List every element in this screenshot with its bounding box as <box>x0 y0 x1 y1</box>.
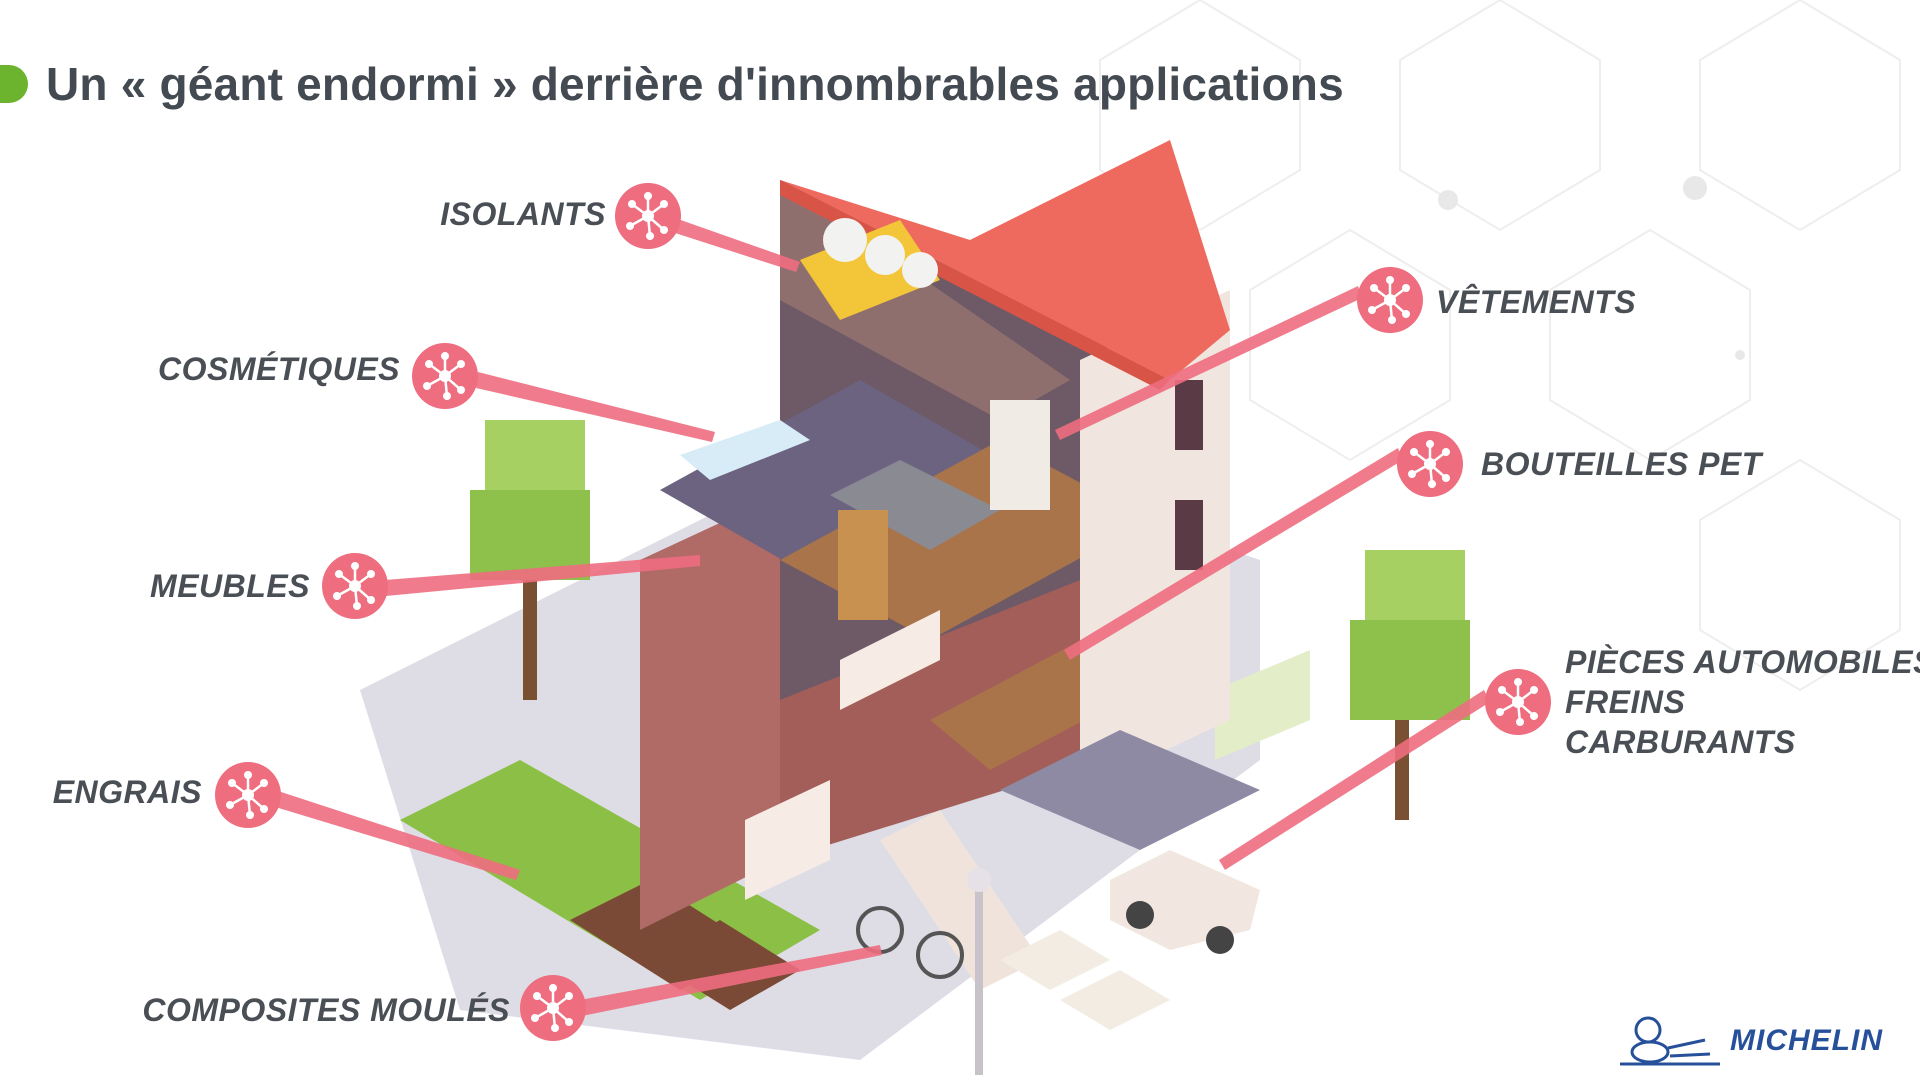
connector-pieces <box>1219 690 1490 870</box>
label-meubles: MEUBLES <box>150 568 310 604</box>
molecule-network-icon-composites <box>520 975 586 1041</box>
connector-bouteilles <box>1064 448 1403 660</box>
title-bar: Un « géant endormi » derrière d'innombra… <box>0 44 1344 124</box>
molecule-network-icon-bouteilles <box>1397 431 1463 497</box>
label-carburants: CARBURANTS <box>1565 724 1796 760</box>
connector-engrais <box>272 790 520 880</box>
connector-meubles <box>385 555 700 596</box>
label-vetements: VÊTEMENTS <box>1436 284 1637 320</box>
label-group-automobile: PIÈCES AUTOMOBILES FREINS CARBURANTS <box>1565 642 1920 762</box>
label-cosmetiques: COSMÉTIQUES <box>158 351 400 387</box>
brand-name: MICHELIN <box>1730 1024 1883 1057</box>
molecule-network-icon-engrais <box>215 762 281 828</box>
connector-composites <box>580 945 882 1016</box>
molecule-network-icon-isolants <box>615 183 681 249</box>
michelin-logo: MICHELIN <box>1610 1012 1910 1072</box>
label-bouteilles: BOUTEILLES PET <box>1481 446 1762 482</box>
page-title: Un « géant endormi » derrière d'innombra… <box>46 58 1344 110</box>
molecule-network-icon-cosmetiques <box>412 343 478 409</box>
connector-cosmetiques <box>476 372 715 442</box>
label-composites: COMPOSITES MOULÉS <box>142 992 510 1028</box>
molecule-network-icon-vetements <box>1357 267 1423 333</box>
molecule-network-icon-pieces <box>1485 669 1551 735</box>
label-pieces: PIÈCES AUTOMOBILES <box>1565 644 1920 680</box>
label-isolants: ISOLANTS <box>440 196 606 232</box>
label-freins: FREINS <box>1565 684 1686 720</box>
bibendum-icon <box>1620 1016 1720 1066</box>
molecule-network-icon-meubles <box>322 553 388 619</box>
connector-vetements <box>1055 286 1362 440</box>
connector-isolants <box>672 218 800 272</box>
label-engrais: ENGRAIS <box>52 774 202 810</box>
